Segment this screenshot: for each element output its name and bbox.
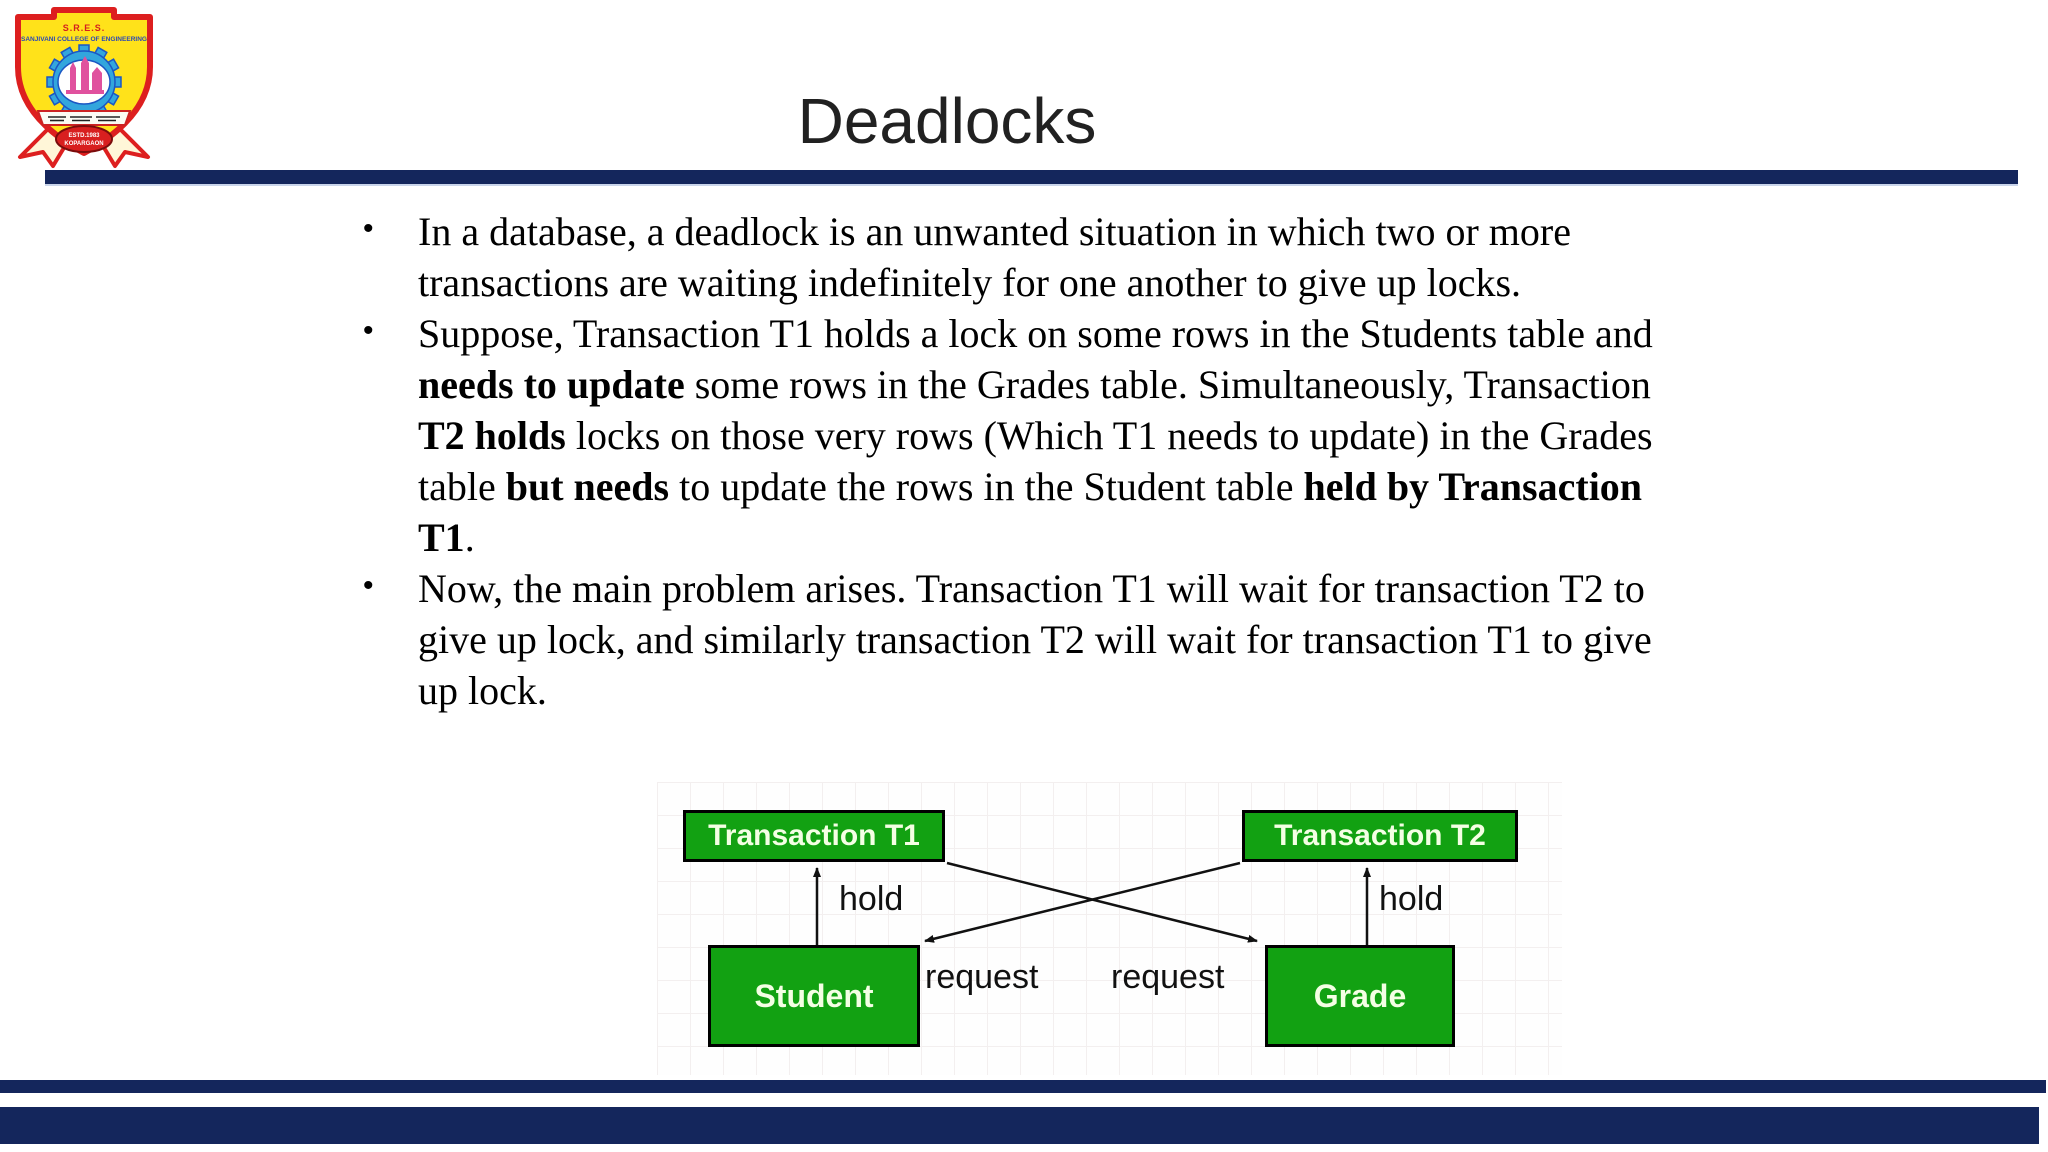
logo-city: KOPARGAON [64, 141, 103, 147]
logo-monument-icon [66, 56, 104, 94]
deadlock-diagram: Transaction T1 Transaction T2 Student Gr… [657, 782, 1562, 1075]
logo-college-name: SANJIVANI COLLEGE OF ENGINEERING [21, 36, 147, 43]
node-student-table: Student [708, 945, 920, 1047]
diagram-arrows [813, 861, 1371, 945]
bullet-text: In a database, a deadlock is an unwanted… [418, 209, 1571, 305]
logo-motto-banner [36, 110, 132, 126]
bullet-text: Now, the main problem arises. Transactio… [418, 566, 1652, 713]
footer-bar-thick [0, 1107, 2039, 1144]
bullet-text: Suppose, Transaction T1 holds a lock on … [418, 311, 1653, 560]
edge-label-hold-left: hold [839, 880, 904, 918]
bullet-item: • Suppose, Transaction T1 holds a lock on… [363, 308, 1668, 563]
footer-bar-thin [0, 1080, 2046, 1093]
bullet-item: • Now, the main problem arises. Transacti… [363, 563, 1668, 716]
node-transaction-t1: Transaction T1 [683, 810, 945, 862]
edge-label-request-right: request [1111, 958, 1225, 996]
logo-estd-oval: ESTD.1983 KOPARGAON [55, 125, 113, 153]
node-transaction-t2: Transaction T2 [1242, 810, 1518, 862]
logo-abbr: S.R.E.S. [63, 23, 106, 33]
header-divider [45, 170, 2018, 186]
bullet-list: • In a database, a deadlock is an unwante… [363, 206, 1668, 716]
edge-label-hold-right: hold [1379, 880, 1444, 918]
arrow-t2-requests-student [924, 861, 1241, 943]
arrow-t1-requests-grade [946, 861, 1258, 943]
bullet-item: • In a database, a deadlock is an unwante… [363, 206, 1668, 308]
node-grade-table: Grade [1265, 945, 1455, 1047]
page-title: Deadlocks [797, 85, 1097, 157]
college-logo: S.R.E.S. SANJIVANI COLLEGE OF ENGINEERIN… [15, 7, 153, 168]
edge-label-request-left: request [925, 958, 1039, 996]
bullet-marker: • [363, 569, 374, 602]
bullet-marker: • [363, 314, 374, 347]
bullet-marker: • [363, 212, 374, 245]
logo-estd: ESTD.1983 [68, 133, 100, 139]
